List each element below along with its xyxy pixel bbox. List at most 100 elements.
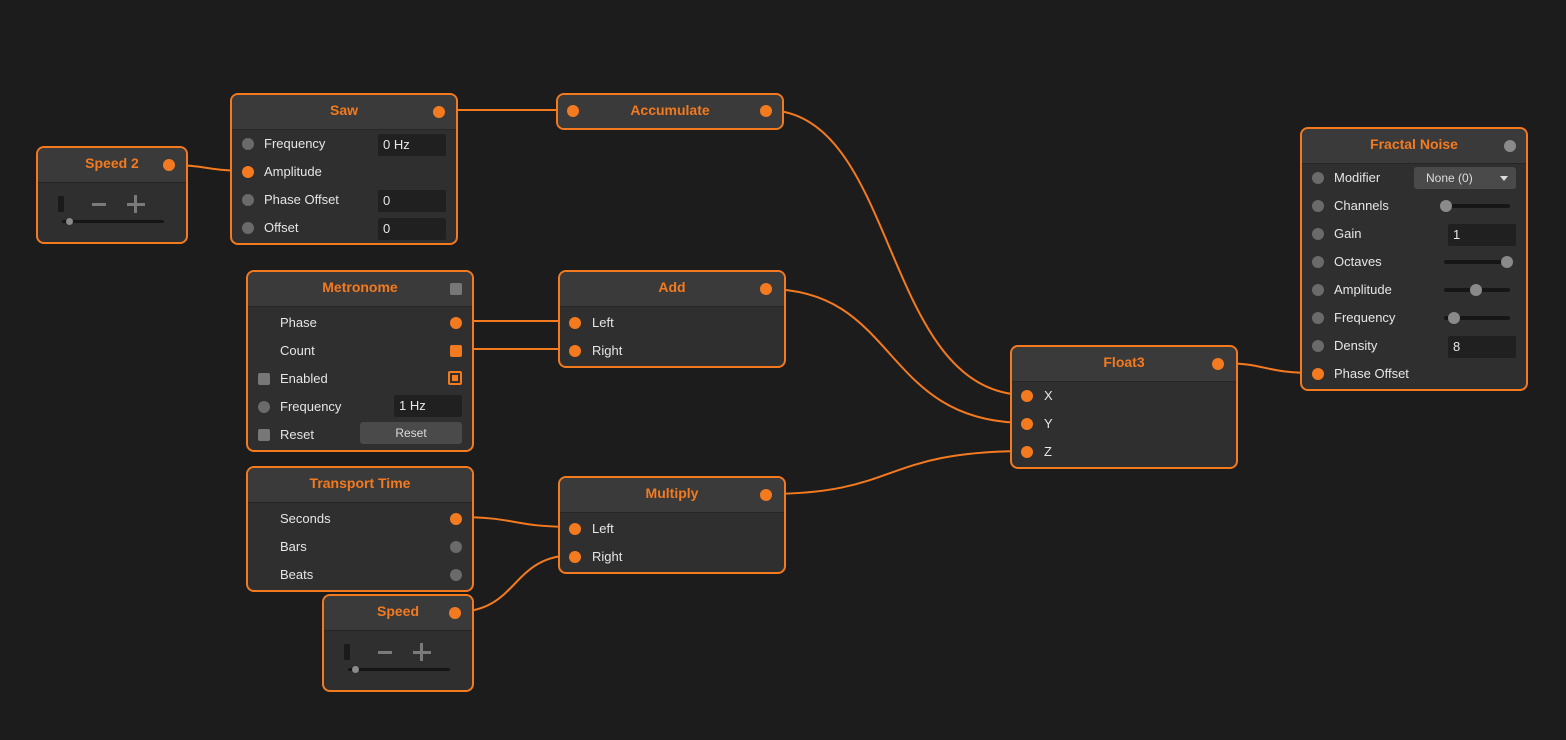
add-output-port[interactable]: [760, 283, 772, 295]
fractal-gain-field[interactable]: 1: [1448, 224, 1516, 246]
saw-offset-field[interactable]: 0: [378, 218, 446, 240]
transport-time-header[interactable]: Transport Time: [248, 468, 472, 503]
metronome-phase-port[interactable]: [450, 317, 462, 329]
float3-z-port[interactable]: [1021, 446, 1033, 458]
saw-phase-offset-label: Phase Offset: [264, 192, 339, 207]
float3-x-label: X: [1044, 388, 1053, 403]
accumulate-title: Accumulate: [630, 102, 710, 118]
speed2-slider[interactable]: [62, 220, 164, 223]
fractal-amplitude-knob[interactable]: [1470, 284, 1482, 296]
speed-header[interactable]: Speed: [324, 596, 472, 631]
fractal-octaves-slider[interactable]: [1444, 260, 1510, 264]
add-right-port[interactable]: [569, 345, 581, 357]
multiply-output-port[interactable]: [760, 489, 772, 501]
multiply-left-label: Left: [592, 521, 614, 536]
wire-accumulate-to-float3-x: [765, 109, 1028, 396]
metronome-reset-port[interactable]: [258, 429, 270, 441]
fractal-density-label: Density: [1334, 338, 1378, 353]
speed-node[interactable]: Speed: [322, 594, 474, 692]
transport-bars-label: Bars: [280, 539, 307, 554]
saw-frequency-port[interactable]: [242, 138, 254, 150]
metronome-frequency-port[interactable]: [258, 401, 270, 413]
float3-x-port[interactable]: [1021, 390, 1033, 402]
saw-title: Saw: [329, 102, 358, 118]
fractal-modifier-port[interactable]: [1312, 172, 1324, 184]
multiply-title: Multiply: [645, 485, 699, 501]
speed-slider[interactable]: [348, 668, 450, 671]
saw-header[interactable]: Saw: [232, 95, 456, 130]
metronome-header[interactable]: Metronome: [248, 272, 472, 307]
fractal-noise-node[interactable]: Fractal Noise Modifier None (0) Channels…: [1300, 127, 1528, 391]
accumulate-output-port[interactable]: [760, 105, 772, 117]
transport-beats-label: Beats: [280, 567, 314, 582]
fractal-frequency-knob[interactable]: [1448, 312, 1460, 324]
multiply-left-port[interactable]: [569, 523, 581, 535]
speed2-decrement-button[interactable]: [92, 203, 106, 206]
speed-slider-knob[interactable]: [352, 666, 359, 673]
fractal-frequency-slider[interactable]: [1444, 316, 1510, 320]
saw-amplitude-port[interactable]: [242, 166, 254, 178]
add-left-port[interactable]: [569, 317, 581, 329]
speed2-title: Speed 2: [85, 155, 139, 171]
saw-offset-port[interactable]: [242, 222, 254, 234]
float3-y-port[interactable]: [1021, 418, 1033, 430]
transport-time-node[interactable]: Transport Time Seconds Bars Beats: [246, 466, 474, 592]
metronome-count-port[interactable]: [450, 345, 462, 357]
metronome-toggle-icon[interactable]: [450, 283, 462, 295]
multiply-header[interactable]: Multiply: [560, 478, 784, 513]
saw-output-port[interactable]: [433, 106, 445, 118]
saw-phase-offset-field[interactable]: 0: [378, 190, 446, 212]
fractal-octaves-knob[interactable]: [1501, 256, 1513, 268]
wire-add-to-float3-y: [766, 288, 1028, 424]
multiply-node[interactable]: Multiply Left Right: [558, 476, 786, 574]
speed-increment-button-v[interactable]: [420, 643, 423, 661]
metronome-node[interactable]: Metronome Phase Count Enabled Frequency …: [246, 270, 474, 452]
fractal-density-port[interactable]: [1312, 340, 1324, 352]
saw-node[interactable]: Saw Frequency 0 Hz Amplitude Phase Offse…: [230, 93, 458, 245]
transport-seconds-label: Seconds: [280, 511, 331, 526]
accumulate-header[interactable]: Accumulate: [558, 95, 782, 128]
saw-frequency-field[interactable]: 0 Hz: [378, 134, 446, 156]
speed2-node[interactable]: Speed 2: [36, 146, 188, 244]
transport-bars-port[interactable]: [450, 541, 462, 553]
fractal-density-field[interactable]: 8: [1448, 336, 1516, 358]
float3-node[interactable]: Float3 X Y Z: [1010, 345, 1238, 469]
saw-frequency-label: Frequency: [264, 136, 326, 151]
metronome-frequency-field[interactable]: 1 Hz: [394, 395, 462, 417]
metronome-count-label: Count: [280, 343, 315, 358]
add-left-label: Left: [592, 315, 614, 330]
metronome-phase-label: Phase: [280, 315, 317, 330]
fractal-octaves-port[interactable]: [1312, 256, 1324, 268]
speed2-slider-knob[interactable]: [66, 218, 73, 225]
fractal-phase-offset-label: Phase Offset: [1334, 366, 1409, 381]
speed-output-port[interactable]: [449, 607, 461, 619]
accumulate-node[interactable]: Accumulate: [556, 93, 784, 130]
fractal-frequency-port[interactable]: [1312, 312, 1324, 324]
fractal-modifier-dropdown[interactable]: None (0): [1414, 167, 1516, 189]
float3-output-port[interactable]: [1212, 358, 1224, 370]
fractal-amplitude-port[interactable]: [1312, 284, 1324, 296]
fractal-noise-output-port[interactable]: [1504, 140, 1516, 152]
speed2-output-port[interactable]: [163, 159, 175, 171]
fractal-channels-port[interactable]: [1312, 200, 1324, 212]
multiply-right-port[interactable]: [569, 551, 581, 563]
fractal-channels-knob[interactable]: [1440, 200, 1452, 212]
fractal-noise-header[interactable]: Fractal Noise: [1302, 129, 1526, 164]
fractal-phase-offset-port[interactable]: [1312, 368, 1324, 380]
metronome-reset-button[interactable]: Reset: [360, 422, 462, 444]
speed2-increment-button-v[interactable]: [134, 195, 137, 213]
add-node[interactable]: Add Left Right: [558, 270, 786, 368]
fractal-channels-slider[interactable]: [1444, 204, 1510, 208]
add-header[interactable]: Add: [560, 272, 784, 307]
speed-decrement-button[interactable]: [378, 651, 392, 654]
fractal-gain-port[interactable]: [1312, 228, 1324, 240]
metronome-enabled-port[interactable]: [258, 373, 270, 385]
saw-phase-offset-port[interactable]: [242, 194, 254, 206]
speed-level-indicator: [344, 644, 350, 660]
speed2-header[interactable]: Speed 2: [38, 148, 186, 183]
transport-seconds-port[interactable]: [450, 513, 462, 525]
metronome-enabled-checkbox[interactable]: [448, 371, 462, 385]
accumulate-input-port[interactable]: [567, 105, 579, 117]
float3-header[interactable]: Float3: [1012, 347, 1236, 382]
transport-beats-port[interactable]: [450, 569, 462, 581]
